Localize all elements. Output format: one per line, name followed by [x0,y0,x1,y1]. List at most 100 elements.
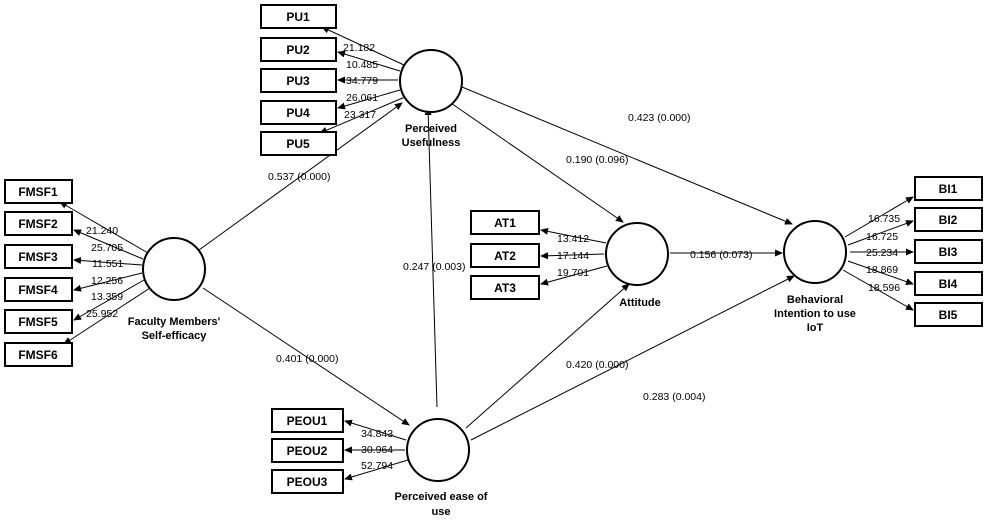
loading-bi1: 16.735 [868,213,900,225]
indicator-pu4 [260,100,337,125]
loading-at1: 13.412 [557,233,589,245]
loading-pu5: 23.317 [344,109,376,121]
fmsf-loading-arrow-3 [73,257,143,266]
loading-pu4: 26.061 [346,92,378,104]
loading-bi4: 18.869 [866,264,898,276]
indicator-pu4-label: PU4 [286,106,310,120]
construct-labels: Perceived Usefulness Faculty Members' Se… [128,123,856,518]
loading-fmsf4: 12.256 [91,275,123,287]
path-pu-at [447,100,624,223]
indicator-fmsf4 [4,277,73,302]
fmsf-loading-arrow-5 [73,279,145,321]
construct-pu [399,49,463,113]
loading-at2: 17.144 [557,250,589,262]
at-loading-arrow-2 [540,252,605,260]
indicator-at2 [470,243,540,268]
fmsf-loading-arrow-6 [63,287,151,345]
indicator-pu1-label: PU1 [286,10,310,24]
peou-measurement: PEOU1 PEOU2 PEOU3 34.843 30.964 52.794 [271,408,409,494]
pu-loading-arrow-1 [321,26,405,66]
coef-peou-bi: 0.283 (0.004) [643,391,705,403]
path-fmsf-pu [198,102,403,251]
construct-at [605,222,669,286]
peou-loading-arrow-1 [344,419,407,441]
coef-fmsf-peou: 0.401 (0.000) [276,353,338,365]
path-peou-at [465,283,630,429]
bi-measurement: BI1 BI2 BI3 BI4 BI5 16.735 16.725 25.234… [842,176,983,327]
loading-pu3: 34.779 [346,75,378,87]
indicator-peou3-label: PEOU3 [287,475,328,489]
constructs [142,49,847,482]
indicator-bi2 [914,207,983,232]
indicator-bi4 [914,271,983,296]
bi-loading-arrow-2 [847,220,914,246]
construct-bi-label-line3: IoT [807,322,824,334]
construct-bi [783,220,847,284]
indicator-pu3-label: PU3 [286,74,310,88]
indicator-at3-label: AT3 [494,281,516,295]
indicator-bi4-label: BI4 [939,277,958,291]
construct-peou [406,418,470,482]
construct-bi-label-line1: Behavioral [787,294,843,306]
coef-fmsf-pu: 0.537 (0.000) [268,171,330,183]
indicator-fmsf2 [4,211,73,236]
indicator-at1 [470,210,540,235]
loading-fmsf5: 13.359 [91,291,123,303]
coef-pu-bi: 0.423 (0.000) [628,112,690,124]
indicator-at1-label: AT1 [494,216,516,230]
pu-loading-arrow-4 [337,89,401,110]
indicator-at3 [470,275,540,300]
loading-pu1: 21.182 [343,42,375,54]
coef-at-bi: 0.156 (0.073) [690,249,752,261]
indicator-bi3-label: BI3 [939,245,958,259]
loading-bi5: 18.596 [868,282,900,294]
construct-fmsf-label-line1: Faculty Members' [128,316,221,328]
fmsf-loading-arrow-4 [73,272,143,292]
pu-measurement: PU1 PU2 PU3 PU4 PU5 21.182 10.485 34.779… [260,4,406,156]
loading-fmsf6: 25.952 [86,308,118,320]
indicator-peou2 [271,438,344,463]
loading-fmsf3: 11.551 [92,258,123,270]
coef-peou-pu: 0.247 (0.003) [403,261,465,273]
structural-paths [198,86,795,441]
path-peou-pu [424,107,438,408]
bi-loading-arrow-4 [847,260,914,285]
construct-peou-label-line1: Perceived ease of [395,491,488,503]
coef-peou-at: 0.420 (0.000) [566,359,628,371]
indicator-peou1 [271,408,344,433]
pu-loading-arrow-2 [337,50,401,72]
indicator-bi1-label: BI1 [939,182,958,196]
path-fmsf-peou [202,287,410,426]
fmsf-loading-arrow-1 [59,201,149,254]
at-measurement: AT1 AT2 AT3 13.412 17.144 19.701 [470,210,608,300]
at-loading-arrow-3 [540,265,608,286]
construct-fmsf [142,237,206,301]
loading-fmsf2: 25.705 [91,242,123,254]
indicator-fmsf6-label: FMSF6 [18,348,58,362]
loading-peou1: 34.843 [361,428,393,440]
pu-loading-arrow-5 [319,96,406,134]
indicator-pu5 [260,131,337,156]
construct-fmsf-label-line2: Self-efficacy [142,330,208,342]
indicator-pu2 [260,37,337,62]
loading-peou2: 30.964 [361,444,393,456]
at-loading-arrow-1 [540,227,607,244]
construct-pu-label-line1: Perceived [405,123,457,135]
indicator-peou3 [271,469,344,494]
indicator-bi5-label: BI5 [939,308,958,322]
indicator-bi3 [914,239,983,264]
indicator-fmsf4-label: FMSF4 [18,283,58,297]
loading-fmsf1: 21.240 [86,225,118,237]
indicator-peou1-label: PEOU1 [287,414,328,428]
indicator-pu2-label: PU2 [286,43,310,57]
loading-bi2: 16.725 [866,231,898,243]
indicator-fmsf2-label: FMSF2 [18,217,58,231]
indicator-fmsf5-label: FMSF5 [18,315,58,329]
indicator-bi1 [914,176,983,201]
construct-at-label: Attitude [619,297,661,309]
indicator-bi2-label: BI2 [939,213,958,227]
indicator-fmsf1-label: FMSF1 [18,185,58,199]
indicator-pu3 [260,68,337,93]
loading-at3: 19.701 [557,267,589,279]
construct-peou-label-line2: use [432,506,451,518]
